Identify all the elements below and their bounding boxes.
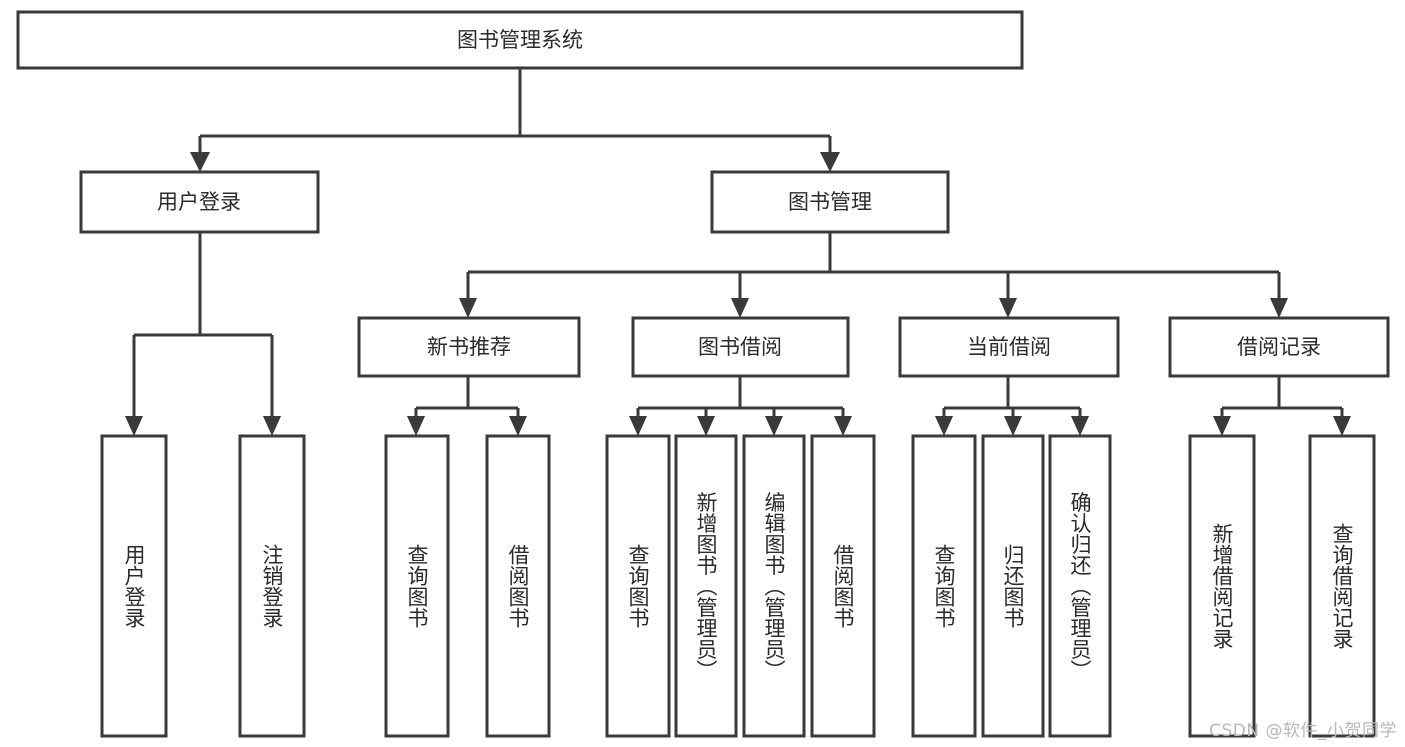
node-leaf-query-book-1-box[interactable]: [384, 434, 450, 738]
node-leaf-query-book-3-label: 查询图书: [932, 544, 956, 628]
node-leaf-query-book-2[interactable]: 查询图书: [605, 434, 671, 738]
node-leaf-edit-book-box[interactable]: [742, 434, 806, 738]
arrow-head-leaf-user-logout: [263, 416, 281, 436]
node-book-management[interactable]: 图书管理: [710, 170, 950, 234]
node-leaf-query-record-box[interactable]: [1308, 434, 1376, 738]
node-leaf-borrow-book-2[interactable]: 借阅图书: [810, 434, 876, 738]
node-leaf-confirm-return-box[interactable]: [1048, 434, 1112, 738]
node-borrow-record-label: 借阅记录: [1237, 335, 1321, 359]
arrow-head-user-login: [190, 152, 210, 172]
node-leaf-user-login-label: 用户登录: [122, 544, 146, 628]
node-book-management-box[interactable]: [710, 170, 950, 234]
node-root-label: 图书管理系统: [457, 28, 583, 52]
node-leaf-add-record-label: 新增借阅记录: [1210, 523, 1234, 649]
connector-layer: [125, 68, 1351, 436]
node-current-borrow-box[interactable]: [898, 316, 1120, 378]
node-leaf-query-book-2-box[interactable]: [605, 434, 671, 738]
arrow-head-borrow-record: [1270, 298, 1288, 318]
node-root[interactable]: 图书管理系统: [16, 10, 1024, 70]
arrow-head-leaf-query-book-3: [935, 416, 953, 436]
arrow-head-book-management: [820, 152, 840, 172]
node-book-borrow-box[interactable]: [631, 316, 850, 378]
node-new-book-recommend-box[interactable]: [357, 316, 581, 378]
node-leaf-add-record[interactable]: 新增借阅记录: [1188, 434, 1256, 738]
node-user-login-box[interactable]: [79, 170, 320, 234]
node-new-book-recommend[interactable]: 新书推荐: [357, 316, 581, 378]
node-leaf-query-record[interactable]: 查询借阅记录: [1308, 434, 1376, 738]
arrow-head-leaf-add-record: [1213, 416, 1231, 436]
node-book-borrow-label: 图书借阅: [698, 335, 782, 359]
node-user-login-label: 用户登录: [157, 190, 241, 214]
node-borrow-record[interactable]: 借阅记录: [1168, 316, 1390, 378]
node-leaf-borrow-book-1-box[interactable]: [485, 434, 551, 738]
arrow-head-leaf-add-book: [697, 416, 715, 436]
node-book-borrow[interactable]: 图书借阅: [631, 316, 850, 378]
node-leaf-query-book-3-box[interactable]: [911, 434, 977, 738]
arrow-head-leaf-query-record: [1333, 416, 1351, 436]
node-leaf-query-book-3[interactable]: 查询图书: [911, 434, 977, 738]
node-new-book-recommend-label: 新书推荐: [427, 335, 511, 359]
arrow-head-current-borrow: [999, 298, 1017, 318]
node-leaf-user-login-box[interactable]: [100, 434, 168, 738]
node-leaf-confirm-return-label: 确认归还（管理员）: [1068, 492, 1092, 681]
node-leaf-query-record-label: 查询借阅记录: [1330, 523, 1354, 649]
node-leaf-edit-book-label: 编辑图书（管理员）: [762, 492, 786, 681]
arrow-head-book-borrow: [731, 298, 749, 318]
node-leaf-borrow-book-1[interactable]: 借阅图书: [485, 434, 551, 738]
node-borrow-record-box[interactable]: [1168, 316, 1390, 378]
arrow-head-leaf-user-login: [125, 416, 143, 436]
arrow-head-leaf-borrow-book-1: [509, 416, 527, 436]
node-leaf-confirm-return[interactable]: 确认归还（管理员）: [1048, 434, 1112, 738]
node-current-borrow-label: 当前借阅: [967, 335, 1051, 359]
node-leaf-return-book-label: 归还图书: [1001, 544, 1025, 628]
node-leaf-query-book-2-label: 查询图书: [626, 544, 650, 628]
node-leaf-add-book[interactable]: 新增图书（管理员）: [674, 434, 738, 738]
arrow-head-leaf-query-book-2: [629, 416, 647, 436]
node-book-management-label: 图书管理: [788, 190, 872, 214]
node-leaf-user-logout[interactable]: 注销登录: [238, 434, 306, 738]
arrow-head-new-book-recommend: [459, 298, 477, 318]
arrow-head-leaf-return-book: [1004, 416, 1022, 436]
node-leaf-borrow-book-1-label: 借阅图书: [506, 544, 530, 628]
arrow-head-leaf-query-book-1: [407, 416, 425, 436]
node-leaf-add-record-box[interactable]: [1188, 434, 1256, 738]
node-leaf-return-book-box[interactable]: [981, 434, 1045, 738]
node-root-box[interactable]: [16, 10, 1024, 70]
node-leaf-user-logout-box[interactable]: [238, 434, 306, 738]
node-user-login[interactable]: 用户登录: [79, 170, 320, 234]
node-leaf-borrow-book-2-box[interactable]: [810, 434, 876, 738]
node-leaf-add-book-label: 新增图书（管理员）: [694, 492, 718, 681]
node-leaf-add-book-box[interactable]: [674, 434, 738, 738]
node-leaf-query-book-1-label: 查询图书: [405, 544, 429, 628]
arrow-head-leaf-confirm-return: [1071, 416, 1089, 436]
node-current-borrow[interactable]: 当前借阅: [898, 316, 1120, 378]
node-leaf-user-login[interactable]: 用户登录: [100, 434, 168, 738]
arrow-head-leaf-borrow-book-2: [834, 416, 852, 436]
node-leaf-user-logout-label: 注销登录: [260, 544, 284, 628]
node-leaf-return-book[interactable]: 归还图书: [981, 434, 1045, 738]
node-leaf-query-book-1[interactable]: 查询图书: [384, 434, 450, 738]
node-leaf-borrow-book-2-label: 借阅图书: [831, 544, 855, 628]
arrow-head-leaf-edit-book: [765, 416, 783, 436]
node-leaf-edit-book[interactable]: 编辑图书（管理员）: [742, 434, 806, 738]
